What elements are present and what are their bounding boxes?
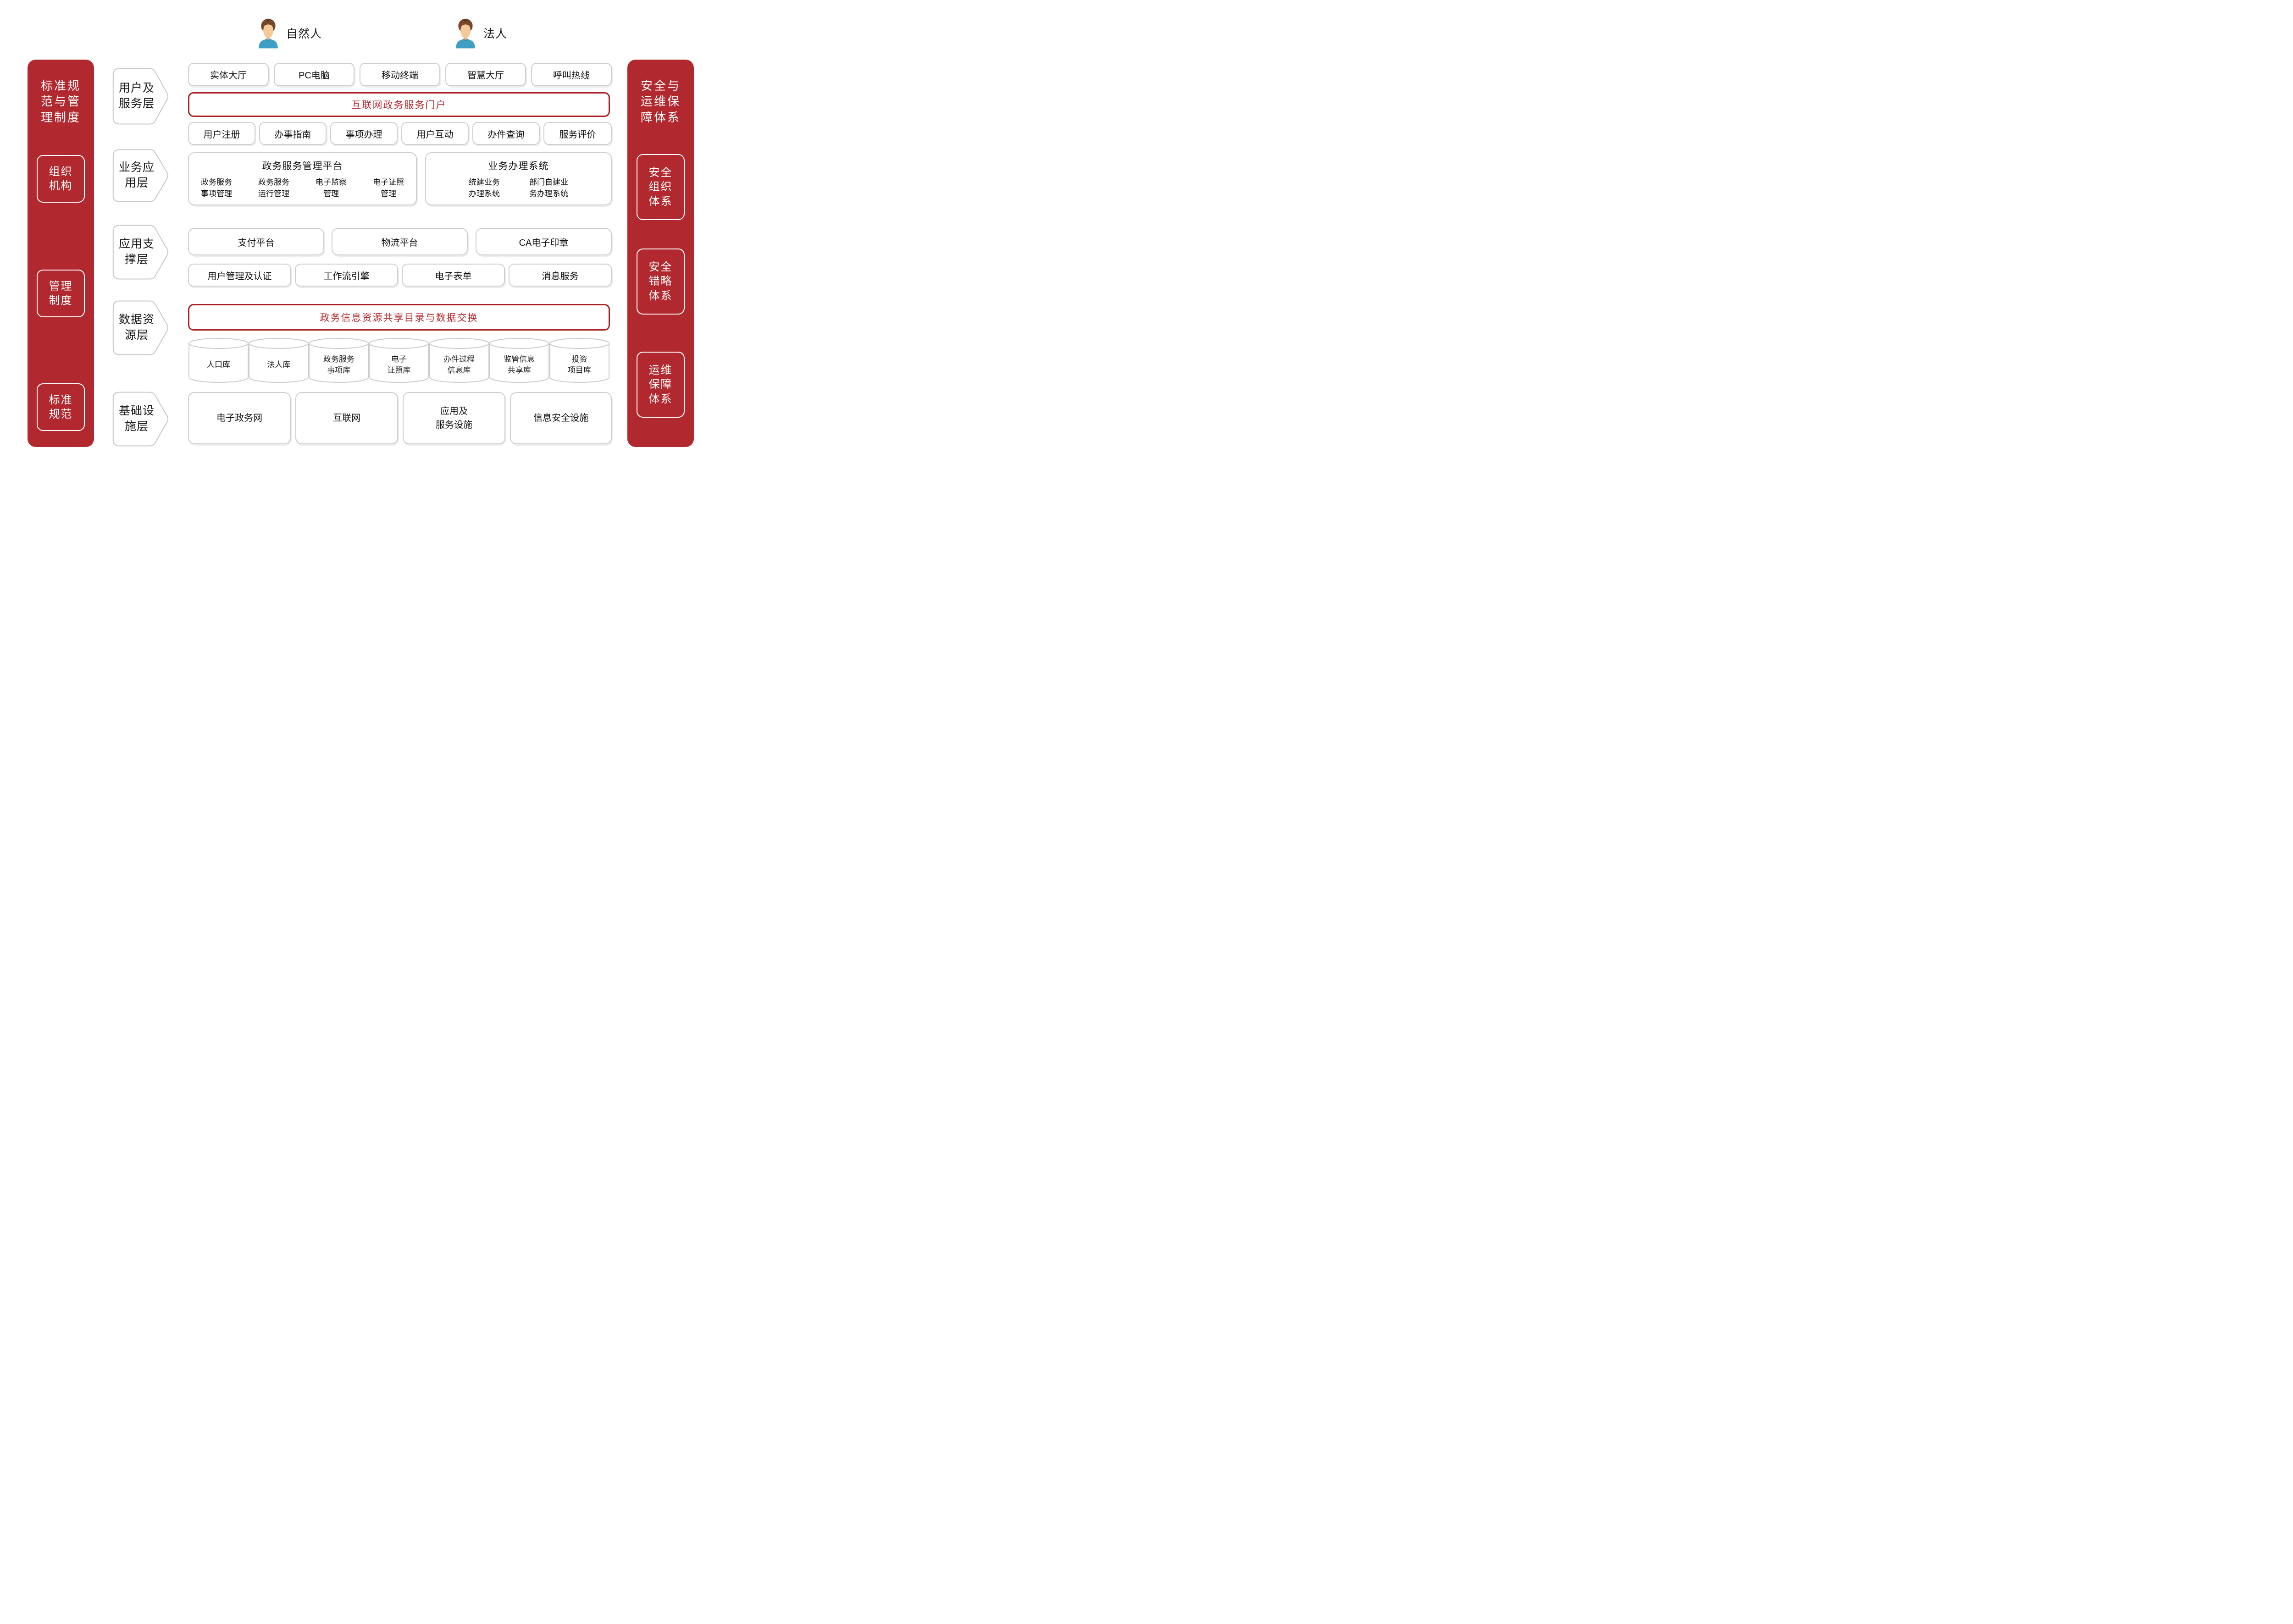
business-handling-system-box: 业务办理系统 统建业务 办理系统 部门自建业 务办理系统 <box>425 152 612 205</box>
function-case-query: 办件查询 <box>472 122 540 145</box>
layer-label-infrastructure: 基础设 施层 <box>111 391 169 447</box>
function-service-guide: 办事指南 <box>259 122 327 145</box>
channel-pc: PC电脑 <box>274 63 354 86</box>
database-label: 政务服务 事项库 <box>323 355 354 375</box>
layer-arrow-shape <box>111 224 169 280</box>
layer-label-business-app: 业务应 用层 <box>111 149 169 203</box>
persona-label: 法人 <box>483 28 508 40</box>
database-cylinder-row: 人口库 法人库 政务服务 事项库 电子 证照库 <box>188 337 610 383</box>
infra-info-security-facilities: 信息安全设施 <box>510 392 612 444</box>
support-payment-platform: 支付平台 <box>188 228 324 255</box>
layer-label-text: 基础设 施层 <box>118 404 155 433</box>
database-cylinder-icon <box>188 337 249 383</box>
sidebar-box-security-organization: 安全 组织 体系 <box>637 154 685 220</box>
sidebar-security-operations: 安全与 运维保 障体系 安全 组织 体系 安全 错略 体系 运维 保障 体系 <box>627 60 694 447</box>
database-case-process-info: 办件过程 信息库 <box>429 337 490 383</box>
platform-item-e-license-mgmt: 电子证照 管理 <box>373 178 404 198</box>
platform-item-service-items-mgmt: 政务服务 事项管理 <box>201 178 232 198</box>
sidebar-box-standards: 标准 规范 <box>37 383 85 431</box>
gov-service-management-platform-box: 政务服务管理平台 政务服务 事项管理 政务服务 运行管理 电子监察 管理 电子证… <box>188 152 417 205</box>
support-e-form: 电子表单 <box>402 264 505 287</box>
database-legal-person: 法人库 <box>248 337 309 383</box>
sidebar-box-organization: 组织 机构 <box>37 155 85 203</box>
layer-arrow-shape <box>111 300 169 356</box>
database-label: 人口库 <box>207 360 231 370</box>
support-workflow-engine: 工作流引擎 <box>295 264 398 287</box>
sidebar-left-title: 标准规 范与管 理制度 <box>40 79 81 124</box>
architecture-diagram-canvas: 自然人 法人 标准规 范与管 理制度 组织 机构 管理 制度 标准 规范 安全与… <box>0 0 719 489</box>
layer-label-data-resource: 数据资 源层 <box>111 300 169 356</box>
function-user-register: 用户注册 <box>188 122 255 145</box>
layer-arrow-shape <box>111 391 169 447</box>
infra-app-service-facilities: 应用及 服务设施 <box>403 392 505 444</box>
info-resource-sharing-exchange-bar: 政务信息资源共享目录与数据交换 <box>188 304 610 331</box>
platform-item-operation-mgmt: 政务服务 运行管理 <box>258 178 289 198</box>
database-cylinder-icon <box>308 337 369 383</box>
infra-internet: 互联网 <box>295 392 398 444</box>
database-supervision-sharing: 监管信息 共享库 <box>489 337 550 383</box>
database-cylinder-icon <box>248 337 309 383</box>
layer-label-text: 应用支 撑层 <box>118 238 155 266</box>
database-label: 法人库 <box>267 360 291 370</box>
channel-smart-hall: 智慧大厅 <box>445 63 526 86</box>
sidebar-standards-management: 标准规 范与管 理制度 组织 机构 管理 制度 标准 规范 <box>28 60 94 447</box>
database-label: 电子 证照库 <box>387 355 411 375</box>
support-user-mgmt-auth: 用户管理及认证 <box>188 264 291 287</box>
legal-person-icon <box>456 18 475 49</box>
persona-label: 自然人 <box>286 28 322 40</box>
system-item-departmental: 部门自建业 务办理系统 <box>529 178 568 198</box>
layer-label-text: 用户及 服务层 <box>118 82 155 110</box>
infra-egov-network: 电子政务网 <box>188 392 291 444</box>
channel-physical-hall: 实体大厅 <box>188 63 269 86</box>
channel-mobile-terminal: 移动终端 <box>360 63 440 86</box>
sidebar-box-management-system: 管理 制度 <box>37 270 85 317</box>
database-investment-projects: 投资 项目库 <box>549 337 610 383</box>
database-e-license: 电子 证照库 <box>368 337 429 383</box>
function-user-interaction: 用户互动 <box>401 122 469 145</box>
database-cylinder-icon <box>429 337 490 383</box>
database-label: 监管信息 共享库 <box>504 355 535 375</box>
system-item-unified: 统建业务 办理系统 <box>469 178 500 198</box>
sidebar-box-operations-support: 运维 保障 体系 <box>637 352 685 418</box>
function-service-evaluation: 服务评价 <box>543 122 612 145</box>
sidebar-box-security-strategy: 安全 错略 体系 <box>637 249 685 315</box>
internet-gov-service-portal-bar: 互联网政务服务门户 <box>188 92 610 117</box>
layer-label-app-support: 应用支 撑层 <box>111 224 169 280</box>
layer-label-text: 业务应 用层 <box>118 161 155 189</box>
database-population: 人口库 <box>188 337 249 383</box>
support-message-service: 消息服务 <box>509 264 612 287</box>
database-cylinder-icon <box>368 337 429 383</box>
platform-item-e-supervision: 电子监察 管理 <box>316 178 347 198</box>
database-label: 投资 项目库 <box>567 355 591 375</box>
layer-label-user-service: 用户及 服务层 <box>111 67 169 125</box>
database-cylinder-icon <box>489 337 550 383</box>
persona-natural-person: 自然人 <box>257 17 322 49</box>
layer-arrow-shape <box>111 149 169 203</box>
support-ca-e-seal: CA电子印章 <box>476 228 612 255</box>
database-service-items: 政务服务 事项库 <box>308 337 369 383</box>
layer-label-text: 数据资 源层 <box>118 313 155 342</box>
layer-arrow-shape <box>111 67 169 125</box>
database-cylinder-icon <box>549 337 610 383</box>
natural-person-icon <box>259 18 278 49</box>
support-logistics-platform: 物流平台 <box>332 228 468 255</box>
channel-call-hotline: 呼叫热线 <box>531 63 612 86</box>
system-title: 业务办理系统 <box>488 161 549 171</box>
platform-title: 政务服务管理平台 <box>262 161 343 171</box>
database-label: 办件过程 信息库 <box>443 355 475 375</box>
function-item-handling: 事项办理 <box>330 122 398 145</box>
sidebar-right-title: 安全与 运维保 障体系 <box>640 79 681 124</box>
persona-legal-person: 法人 <box>454 17 507 49</box>
